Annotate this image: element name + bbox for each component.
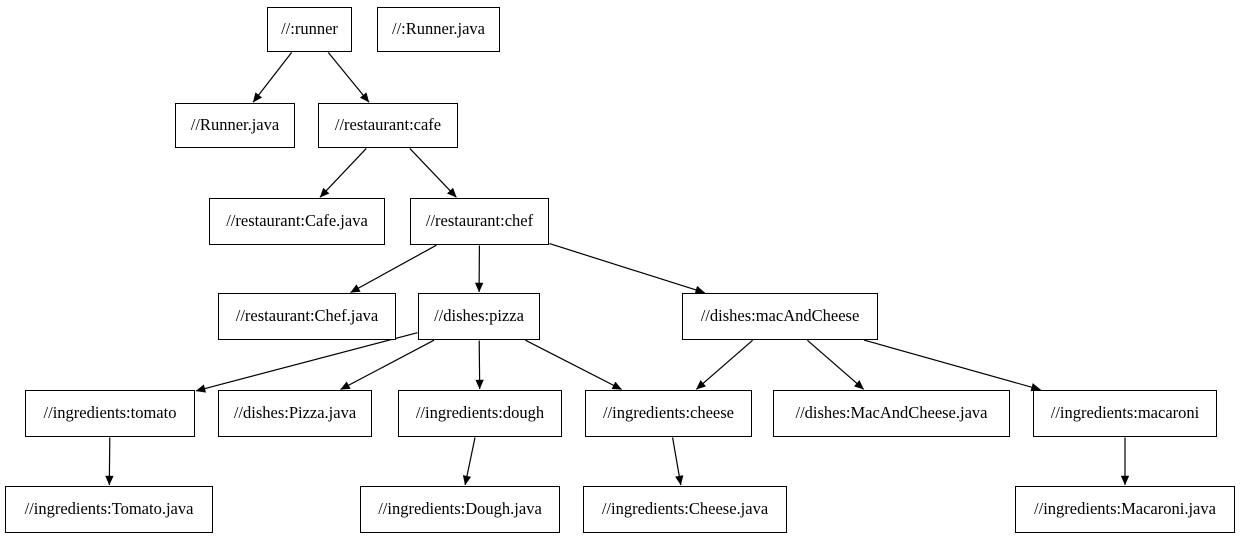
graph-node-tomato: //ingredients:tomato xyxy=(25,390,195,437)
graph-node-tomato-java: //ingredients:Tomato.java xyxy=(5,486,213,533)
graph-edge-cheese-to-cheese-java xyxy=(672,437,684,486)
graph-edge-chef-to-chef-java xyxy=(350,244,437,294)
graph-node-root-runner-java: //:Runner.java xyxy=(377,7,500,52)
graph-node-pizza-java: //dishes:Pizza.java xyxy=(218,390,372,437)
graph-edge-cafe-to-chef xyxy=(409,147,457,198)
graph-node-cheese: //ingredients:cheese xyxy=(585,390,752,437)
graph-edge-tomato-to-tomato-java xyxy=(105,437,114,486)
graph-node-chef: //restaurant:chef xyxy=(410,198,549,245)
graph-edge-mac-and-cheese-to-macaroni xyxy=(863,339,1041,392)
graph-edge-cafe-to-cafe-java xyxy=(319,147,367,198)
graph-edge-pizza-to-dough xyxy=(475,340,484,390)
graph-edge-chef-to-mac-and-cheese xyxy=(549,243,705,294)
graph-node-runner: //:runner xyxy=(267,7,352,52)
graph-edge-mac-and-cheese-to-cheese xyxy=(695,339,753,390)
graph-edge-runner-to-runner-java xyxy=(252,52,293,103)
graph-edge-pizza-to-tomato xyxy=(195,332,418,393)
graph-node-chef-java: //restaurant:Chef.java xyxy=(218,293,396,340)
graph-edge-mac-and-cheese-to-mac-and-cheese-java xyxy=(807,339,865,390)
graph-node-cafe-java: //restaurant:Cafe.java xyxy=(209,198,385,245)
graph-node-pizza: //dishes:pizza xyxy=(418,293,540,340)
graph-node-cheese-java: //ingredients:Cheese.java xyxy=(583,486,787,533)
graph-node-mac-and-cheese-java: //dishes:MacAndCheese.java xyxy=(773,390,1010,437)
graph-edge-dough-to-dough-java xyxy=(462,437,476,486)
graph-node-dough: //ingredients:dough xyxy=(398,390,562,437)
graph-node-dough-java: //ingredients:Dough.java xyxy=(360,486,560,533)
graph-node-macaroni-java: //ingredients:Macaroni.java xyxy=(1015,486,1235,533)
graph-edge-runner-to-cafe xyxy=(327,52,370,103)
graph-node-cafe: //restaurant:cafe xyxy=(318,103,458,148)
graph-node-mac-and-cheese: //dishes:macAndCheese xyxy=(682,293,878,340)
graph-edge-pizza-to-cheese xyxy=(525,339,622,391)
graph-edge-pizza-to-pizza-java xyxy=(340,339,435,391)
graph-node-runner-java: //Runner.java xyxy=(175,103,295,148)
graph-node-macaroni: //ingredients:macaroni xyxy=(1033,390,1217,437)
